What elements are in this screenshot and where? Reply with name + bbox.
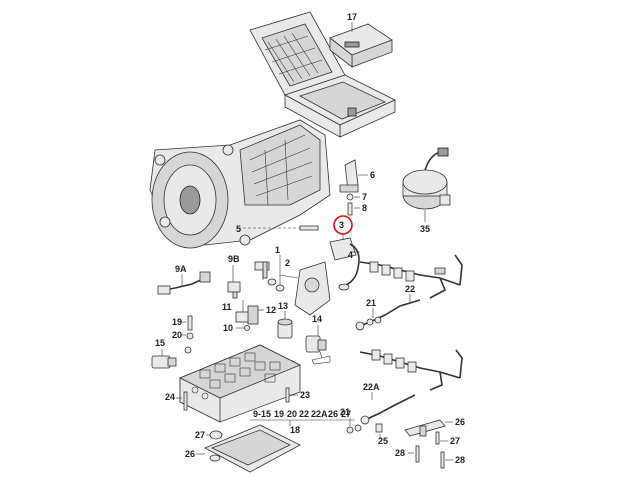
sensor-9b (227, 281, 241, 299)
callout-15: 15 (155, 338, 165, 348)
bracket-6 (339, 159, 359, 193)
bolt-28 (415, 445, 420, 463)
callout-27b: 27 (450, 436, 460, 446)
transmission-case (149, 119, 331, 249)
bolt-23 (285, 387, 290, 403)
legend-item-6: 26 (328, 409, 338, 419)
callout-22a: 22A (363, 382, 380, 392)
harness-22 (355, 254, 463, 331)
callout-20: 20 (172, 330, 182, 340)
screw-7 (346, 193, 354, 201)
callout-6: 6 (370, 170, 375, 180)
control-unit-housing (249, 11, 396, 138)
o-ring-21d (354, 424, 362, 432)
callout-9b: 9B (228, 254, 240, 264)
legend-strip: 9-15 19 20 22 22A 26 27 (250, 409, 355, 426)
legend-item-2: 19 (274, 409, 284, 419)
callout-26: 26 (185, 449, 195, 459)
callout-26b: 26 (455, 417, 465, 427)
callout-8: 8 (362, 203, 367, 213)
callout-5: 5 (236, 224, 241, 234)
o-ring-21b (374, 316, 382, 324)
callout-27: 27 (195, 430, 205, 440)
harness-9a (157, 271, 211, 295)
sensor-3 (329, 237, 360, 291)
cover-plate (294, 261, 331, 316)
callout-10: 10 (223, 323, 233, 333)
callout-4: 4 (348, 250, 353, 260)
callout-13: 13 (278, 301, 288, 311)
callout-18: 18 (290, 425, 300, 435)
callout-24: 24 (165, 392, 175, 402)
o-ring-10 (244, 325, 250, 331)
bolt-24 (183, 391, 188, 411)
callout-1: 1 (275, 245, 280, 255)
control-module-17 (329, 23, 393, 68)
legend-item-4: 22 (299, 409, 309, 419)
callout-21b: 21 (340, 407, 350, 417)
oil-pan (204, 424, 301, 473)
callout-17: 17 (347, 12, 357, 22)
callout-28b: 28 (455, 455, 465, 465)
solenoid-14 (305, 335, 327, 353)
callout-11: 11 (222, 302, 232, 312)
bracket-26 (404, 419, 446, 437)
o-ring-21a (366, 318, 374, 326)
bolt-27 (435, 431, 440, 445)
o-ring-21c (346, 426, 354, 434)
legend-item-7: 27 (341, 409, 351, 419)
screw-15 (184, 346, 192, 354)
solenoid-13 (277, 318, 293, 339)
legend-item-1: 9-15 (253, 409, 271, 419)
clip-25 (375, 423, 383, 433)
o-ring-1 (275, 284, 285, 292)
callout-28: 28 (395, 448, 405, 458)
callout-2: 2 (285, 258, 290, 268)
bolt-8 (347, 202, 353, 216)
callout-23: 23 (300, 390, 310, 400)
callout-19: 19 (172, 317, 182, 327)
washer-20 (186, 332, 194, 340)
harness-22a (359, 349, 463, 425)
o-ring-2 (267, 278, 277, 286)
callout-35: 35 (420, 224, 430, 234)
bolt-28b (440, 451, 445, 469)
pin-5 (299, 225, 319, 231)
legend-item-5: 22A (311, 409, 328, 419)
callout-9a: 9A (175, 264, 187, 274)
actuator-35 (402, 147, 451, 210)
seal-27 (209, 430, 223, 440)
clip-14 (311, 355, 331, 365)
sensor-11 (235, 305, 259, 325)
callout-12: 12 (266, 305, 276, 315)
valve-body (179, 344, 301, 423)
callout-7: 7 (362, 192, 367, 202)
legend-item-3: 20 (287, 409, 297, 419)
callout-25: 25 (378, 436, 388, 446)
callout-22: 22 (405, 284, 415, 294)
solenoid-9b (254, 261, 270, 279)
callout-21: 21 (366, 298, 376, 308)
callout-14: 14 (312, 314, 322, 324)
bolt-19 (187, 315, 193, 331)
callout-3: 3 (339, 220, 344, 230)
solenoid-15 (151, 355, 177, 369)
